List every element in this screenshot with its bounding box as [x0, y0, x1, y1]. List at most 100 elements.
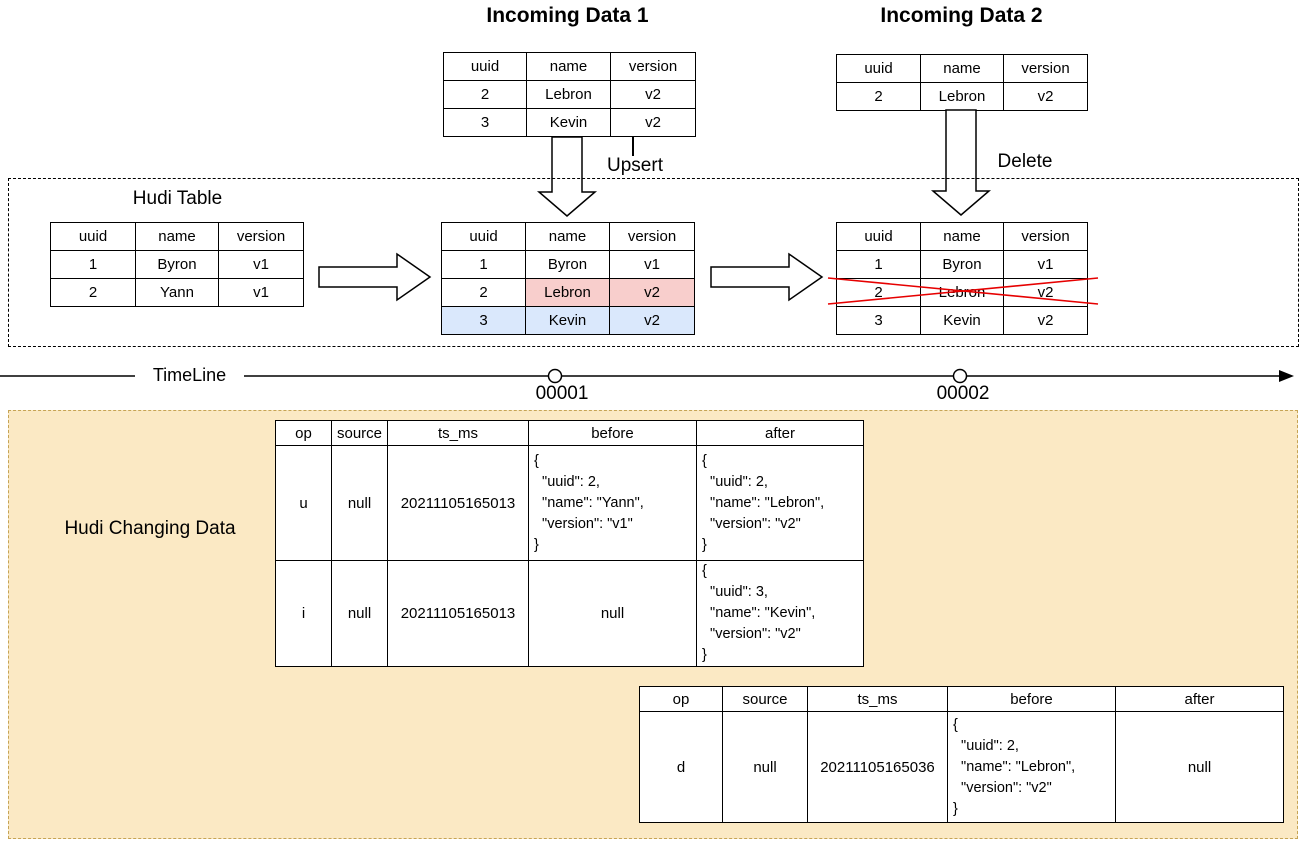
cell-name-inserted: Kevin	[525, 306, 610, 335]
col-header-source: source	[331, 420, 388, 446]
json-payload: { "uuid": 2, "name": "Lebron", "version"…	[953, 716, 1076, 817]
incoming-data-1-table: uuid name version 2 Lebron v2 3 Kevin v2	[443, 52, 696, 137]
delete-cross-icon	[827, 277, 1099, 305]
cell-name: Yann	[135, 278, 219, 307]
json-payload: { "uuid": 3, "name": "Kevin", "version":…	[702, 563, 816, 663]
cdc-row-insert: i null 20211105165013 null { "uuid": 3, …	[275, 560, 864, 667]
commit-1-marker-icon	[547, 368, 563, 384]
col-header-uuid: uuid	[836, 222, 921, 251]
commit-1-label: 00001	[535, 383, 589, 404]
cell-after: null	[1115, 711, 1284, 823]
cell-uuid: 3	[836, 306, 921, 335]
col-header-ts-ms: ts_ms	[387, 420, 529, 446]
timeline-arrowhead-icon	[1279, 370, 1294, 382]
col-header-name: name	[920, 222, 1004, 251]
cell-before: null	[528, 560, 697, 667]
cell-source: null	[722, 711, 808, 823]
cell-before: { "uuid": 2, "name": "Yann", "version": …	[528, 445, 697, 561]
cell-after: { "uuid": 3, "name": "Kevin", "version":…	[696, 560, 864, 667]
col-header-name: name	[135, 222, 219, 251]
cell-op: i	[275, 560, 332, 667]
col-header-uuid: uuid	[836, 54, 921, 83]
header-row: uuid name version	[443, 52, 696, 81]
cell-ts-ms: 20211105165013	[387, 560, 529, 667]
cell-ts-ms: 20211105165036	[807, 711, 948, 823]
col-header-name: name	[525, 222, 610, 251]
cell-name: Byron	[920, 250, 1004, 279]
col-header-version: version	[218, 222, 304, 251]
delete-label: Delete	[997, 151, 1053, 172]
cell-source: null	[331, 560, 388, 667]
col-header-uuid: uuid	[443, 52, 527, 81]
cell-uuid: 3	[443, 108, 527, 137]
cell-version-inserted: v2	[609, 306, 695, 335]
col-header-version: version	[1003, 222, 1088, 251]
cell-version: v2	[1003, 306, 1088, 335]
cell-uuid: 2	[443, 80, 527, 109]
header-row: op source ts_ms before after	[639, 686, 1284, 712]
cell-uuid: 2	[441, 278, 526, 307]
table-row: 2 Lebron v2	[443, 80, 696, 109]
table-row: 1 Byron v1	[50, 250, 304, 279]
cell-uuid: 1	[836, 250, 921, 279]
cell-name-updated: Lebron	[525, 278, 610, 307]
col-header-uuid: uuid	[441, 222, 526, 251]
right-block-arrow-icon	[318, 252, 432, 302]
table-row: 3 Kevin v2	[443, 108, 696, 137]
cell-source: null	[331, 445, 388, 561]
table-row: 1 Byron v1	[441, 250, 695, 279]
cdc-commit1-table: op source ts_ms before after u null 2021…	[275, 420, 864, 667]
upsert-label: Upsert	[607, 155, 663, 176]
incoming-data-2-table: uuid name version 2 Lebron v2	[836, 54, 1088, 111]
cell-before: { "uuid": 2, "name": "Lebron", "version"…	[947, 711, 1116, 823]
incoming-data-1-title: Incoming Data 1	[486, 4, 649, 27]
col-header-version: version	[610, 52, 696, 81]
cell-name: Lebron	[526, 80, 611, 109]
hudi-changing-data-label: Hudi Changing Data	[64, 518, 236, 539]
cell-op: u	[275, 445, 332, 561]
timeline-axis	[0, 368, 1294, 384]
upsert-leader-line	[632, 137, 634, 156]
hudi-initial-table: uuid name version 1 Byron v1 2 Yann v1	[50, 222, 304, 307]
cell-version: v1	[218, 250, 304, 279]
table-row: 2 Yann v1	[50, 278, 304, 307]
right-block-arrow-icon	[710, 252, 824, 302]
cell-version-updated: v2	[609, 278, 695, 307]
hudi-table-box	[8, 178, 1299, 347]
cell-version: v1	[218, 278, 304, 307]
hudi-after-upsert-table: uuid name version 1 Byron v1 2 Lebron v2…	[441, 222, 695, 335]
col-header-name: name	[526, 52, 611, 81]
cell-uuid: 2	[50, 278, 136, 307]
col-header-version: version	[609, 222, 695, 251]
upsert-arrow-icon	[536, 136, 598, 217]
hudi-table-label: Hudi Table	[132, 188, 223, 209]
cell-name: Kevin	[920, 306, 1004, 335]
table-row: 3 Kevin v2	[836, 306, 1088, 335]
cdc-row-update: u null 20211105165013 { "uuid": 2, "name…	[275, 445, 864, 561]
header-row: uuid name version	[50, 222, 304, 251]
cell-version: v2	[610, 80, 696, 109]
cell-name: Byron	[525, 250, 610, 279]
col-header-source: source	[722, 686, 808, 712]
cell-version: v2	[610, 108, 696, 137]
col-header-op: op	[275, 420, 332, 446]
col-header-after: after	[1115, 686, 1284, 712]
cell-ts-ms: 20211105165013	[387, 445, 529, 561]
updated-row: 2 Lebron v2	[441, 278, 695, 307]
json-payload: { "uuid": 2, "name": "Yann", "version": …	[534, 452, 644, 553]
col-header-version: version	[1003, 54, 1088, 83]
col-header-before: before	[947, 686, 1116, 712]
cell-uuid-inserted: 3	[441, 306, 526, 335]
header-row: uuid name version	[441, 222, 695, 251]
cdc-row-delete: d null 20211105165036 { "uuid": 2, "name…	[639, 711, 1284, 823]
cell-version: v2	[1003, 82, 1088, 111]
cell-after: { "uuid": 2, "name": "Lebron", "version"…	[696, 445, 864, 561]
col-header-ts-ms: ts_ms	[807, 686, 948, 712]
incoming-data-2-title: Incoming Data 2	[880, 4, 1043, 27]
cell-name: Lebron	[920, 82, 1004, 111]
col-header-after: after	[696, 420, 864, 446]
cdc-commit2-table: op source ts_ms before after d null 2021…	[639, 686, 1284, 823]
cell-op: d	[639, 711, 723, 823]
cell-name: Kevin	[526, 108, 611, 137]
